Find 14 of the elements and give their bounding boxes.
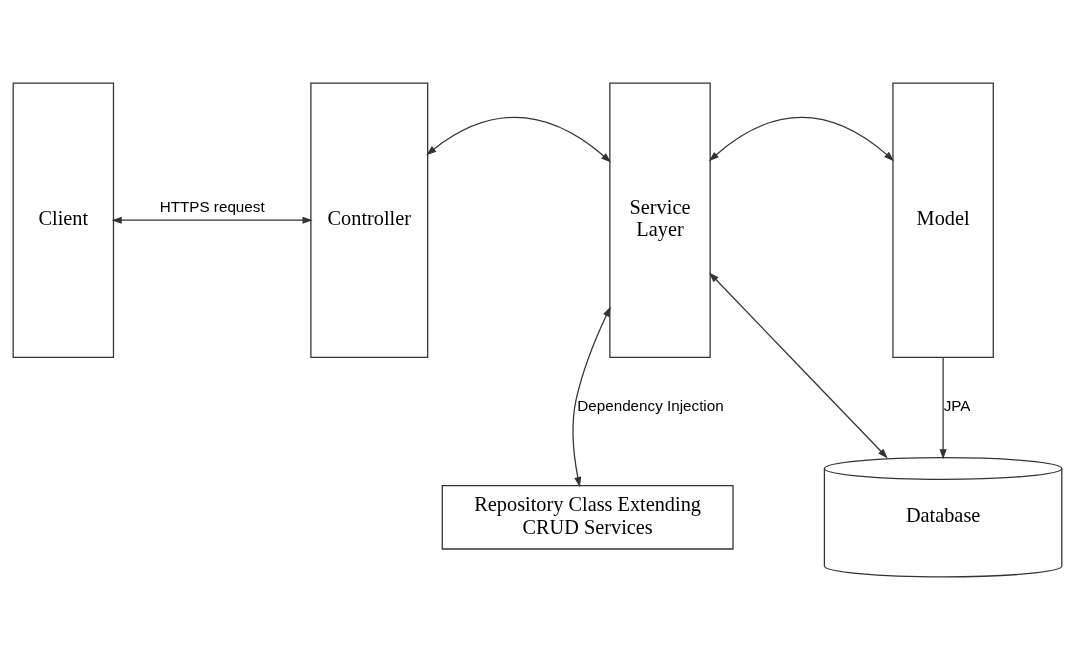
node-box: Repository Class Extending CRUD Services (441, 484, 734, 550)
arrow (426, 116, 612, 163)
edge-label: HTTPS request (159, 198, 265, 216)
node-box: Service Layer (609, 82, 711, 358)
arrow (708, 272, 888, 459)
arrow (708, 116, 895, 162)
arrow (111, 216, 313, 224)
arrow (939, 356, 947, 460)
node-box: Model (892, 82, 994, 358)
edge-label: Dependency Injection (577, 397, 724, 415)
node-box: Controller (310, 82, 429, 358)
arrow (572, 306, 611, 488)
node-box: Client (12, 82, 115, 358)
edge-label: JPA (943, 397, 971, 415)
